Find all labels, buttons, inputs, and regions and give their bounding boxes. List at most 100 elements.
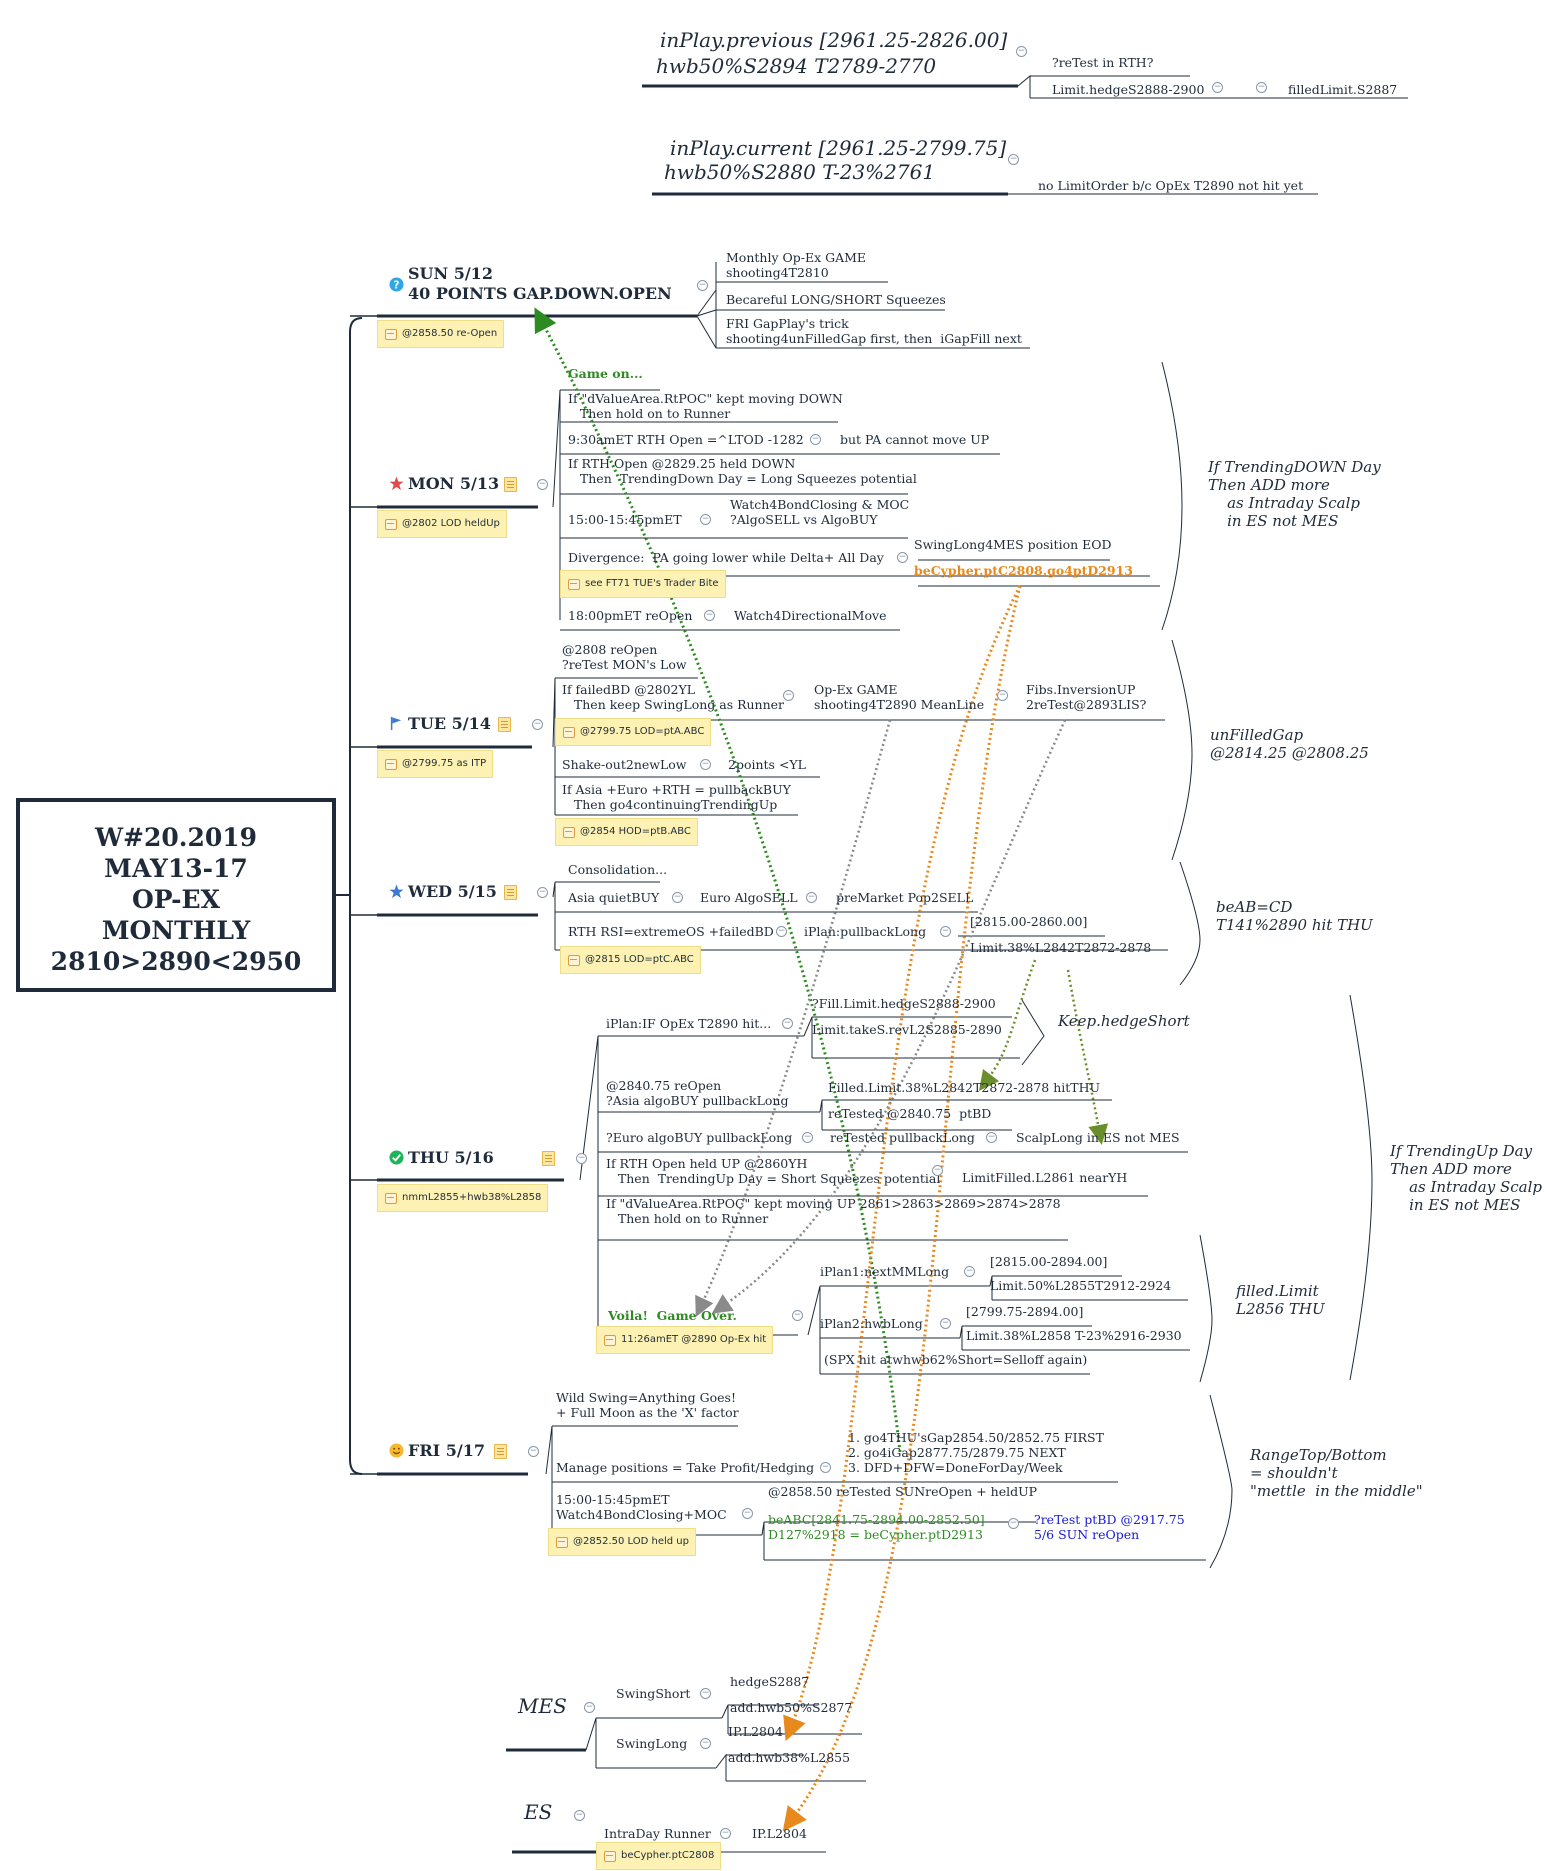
collapse-icon[interactable]: − [700, 759, 711, 770]
thu-note[interactable]: nmmL2855+hwb38%L2858 [377, 1184, 549, 1212]
mon-item-6[interactable]: 18:00pmET reOpen [568, 608, 693, 623]
wed-item-3d[interactable]: Limit.38%L2842T2872-2878 [970, 940, 1152, 955]
collapse-icon[interactable]: − [704, 610, 715, 621]
fri-item-2b[interactable]: 1. go4THU'sGap2854.50/2852.75 FIRST 2. g… [848, 1430, 1104, 1475]
collapse-icon[interactable]: − [700, 514, 711, 525]
fri-item-3[interactable]: 15:00-15:45pmET Watch4BondClosing+MOC [556, 1492, 727, 1522]
collapse-icon[interactable]: − [697, 280, 708, 291]
wed-item-3[interactable]: RTH RSI=extremeOS +failedBD [568, 924, 774, 939]
central-topic[interactable]: W#20.2019 MAY13-17 OP-EX MONTHLY 2810>28… [16, 798, 336, 992]
thu-item-1b[interactable]: reTested @2840.75 ptBD [828, 1106, 992, 1121]
mes-ip[interactable]: IP.L2804 [728, 1724, 783, 1739]
wed-item-2b[interactable]: Euro AlgoSELL [700, 890, 798, 905]
thu-voila-note[interactable]: 11:26amET @2890 Op-Ex hit [596, 1326, 774, 1354]
inplay-previous-levels[interactable]: hwb50%S2894 T2789-2770 [656, 54, 937, 78]
mon-title[interactable]: MON 5/13 [408, 474, 500, 493]
mon-item-5-note[interactable]: see FT71 TUE's Trader Bite [560, 570, 726, 598]
tue-title[interactable]: TUE 5/14 [408, 714, 491, 733]
collapse-icon[interactable]: − [742, 1508, 753, 1519]
mon-summary[interactable]: If TrendingDOWN Day Then ADD more as Int… [1208, 458, 1381, 530]
fri-note[interactable]: @2852.50 LOD held up [548, 1528, 696, 1556]
collapse-icon[interactable]: − [672, 892, 683, 903]
wed-item-3-note[interactable]: @2815 LOD=ptC.ABC [560, 946, 701, 974]
fri-item-3b[interactable]: beABC[2841.75-2894.00-2852.50] D127%2918… [768, 1512, 985, 1542]
sun-title[interactable]: SUN 5/12 [408, 264, 493, 283]
mon-item-3[interactable]: If RTH Open @2829.25 held DOWN Then Tren… [568, 456, 917, 486]
previous-filled[interactable]: filledLimit.S2887 [1288, 82, 1398, 97]
thu-item-3[interactable]: If RTH Open held UP @2860YH Then Trendin… [606, 1156, 941, 1186]
collapse-icon[interactable]: − [997, 690, 1008, 701]
sun-item-3[interactable]: FRI GapPlay's trick shooting4unFilledGap… [726, 316, 1022, 346]
thu-title[interactable]: THU 5/16 [408, 1148, 494, 1167]
thu-item-1a[interactable]: Filled.Limit.38%L2842T2872-2878 hitTHU [828, 1080, 1101, 1095]
tue-note[interactable]: @2799.75 as ITP [377, 750, 494, 778]
es-title[interactable]: ES [524, 1800, 553, 1824]
thu-filled[interactable]: filled.Limit L2856 THU [1236, 1282, 1325, 1318]
mon-item-6b[interactable]: Watch4DirectionalMove [734, 608, 887, 623]
thu-item-3b[interactable]: LimitFilled.L2861 nearYH [962, 1170, 1128, 1185]
tue-item-2[interactable]: If failedBD @2802YL Then keep SwingLong … [562, 682, 785, 712]
inplay-current-levels[interactable]: hwb50%S2880 T-23%2761 [664, 160, 936, 184]
collapse-icon[interactable]: − [776, 926, 787, 937]
es-runner[interactable]: IntraDay Runner [604, 1826, 711, 1841]
current-note[interactable]: no LimitOrder b/c OpEx T2890 not hit yet [1038, 178, 1304, 193]
mon-item-2b[interactable]: but PA cannot move UP [840, 432, 990, 447]
wed-item-3c[interactable]: [2815.00-2860.00] [970, 914, 1088, 929]
collapse-icon[interactable]: − [1212, 82, 1223, 93]
collapse-icon[interactable]: − [700, 1688, 711, 1699]
inplay-current-title[interactable]: inPlay.current [2961.25-2799.75] [670, 136, 1007, 160]
tue-item-2b[interactable]: Op-Ex GAME shooting4T2890 MeanLine [814, 682, 985, 712]
collapse-icon[interactable]: − [1256, 82, 1267, 93]
collapse-icon[interactable]: − [1016, 46, 1027, 57]
previous-limit[interactable]: Limit.hedgeS2888-2900 [1052, 82, 1205, 97]
sun-note[interactable]: @2858.50 re-Open [377, 320, 505, 348]
mes-hedge[interactable]: hedgeS2887 [730, 1674, 810, 1689]
collapse-icon[interactable]: − [574, 1810, 585, 1821]
wed-item-3b[interactable]: iPlan:pullbackLong [804, 924, 927, 939]
collapse-icon[interactable]: − [932, 1165, 943, 1176]
wed-item-1[interactable]: Consolidation... [568, 862, 668, 877]
collapse-icon[interactable]: − [782, 1018, 793, 1029]
sun-item-1[interactable]: Monthly Op-Ex GAME shooting4T2810 [726, 250, 867, 280]
collapse-icon[interactable]: − [820, 1462, 831, 1473]
mon-item-5b[interactable]: beCypher.ptC2808.go4ptD2913 [914, 563, 1134, 578]
collapse-icon[interactable]: − [792, 1310, 803, 1321]
collapse-icon[interactable]: − [810, 434, 821, 445]
collapse-icon[interactable]: − [532, 719, 543, 730]
thu-item-2c[interactable]: ScalpLong in ES not MES [1016, 1130, 1180, 1145]
fri-item-3a[interactable]: @2858.50 reTested SUNreOpen + heldUP [768, 1484, 1038, 1499]
mon-note[interactable]: @2802 LOD heldUp [377, 510, 507, 538]
fri-item-2[interactable]: Manage positions = Take Profit/Hedging [556, 1460, 815, 1475]
es-note[interactable]: beCypher.ptC2808 [596, 1842, 722, 1870]
tue-item-4[interactable]: If Asia +Euro +RTH = pullbackBUY Then go… [562, 782, 791, 812]
collapse-icon[interactable]: − [528, 1446, 539, 1457]
thu-plan1-range[interactable]: [2815.00-2894.00] [990, 1254, 1108, 1269]
thu-plan2[interactable]: iPlan2:hwbLong [820, 1316, 923, 1331]
tue-summary[interactable]: unFilledGap @2814.25 @2808.25 [1210, 726, 1369, 762]
collapse-icon[interactable]: − [584, 1702, 595, 1713]
mes-add-long[interactable]: add.hwb38%L2855 [728, 1750, 851, 1765]
es-ip[interactable]: IP.L2804 [752, 1826, 807, 1841]
thu-summary[interactable]: If TrendingUp Day Then ADD more as Intra… [1390, 1142, 1543, 1214]
mon-item-2[interactable]: 9:30amET RTH Open =^LTOD -1282 [568, 432, 804, 447]
mes-swing-long[interactable]: SwingLong [616, 1736, 688, 1751]
thu-voila[interactable]: Voila! Game Over. [608, 1308, 737, 1323]
inplay-previous-title[interactable]: inPlay.previous [2961.25-2826.00] [660, 28, 1008, 52]
collapse-icon[interactable]: − [940, 1318, 951, 1329]
fri-summary[interactable]: RangeTop/Bottom = shouldn't "mettle in t… [1250, 1446, 1423, 1500]
tue-item-2-note[interactable]: @2799.75 LOD=ptA.ABC [555, 718, 712, 746]
collapse-icon[interactable]: − [940, 926, 951, 937]
tue-item-2c[interactable]: Fibs.InversionUP 2reTest@2893LIS? [1026, 682, 1147, 712]
thu-plan-a[interactable]: ?Fill.Limit.hedgeS2888-2900 [812, 996, 996, 1011]
mes-swing-short[interactable]: SwingShort [616, 1686, 691, 1701]
wed-summary[interactable]: beAB=CD T141%2890 hit THU [1216, 898, 1373, 934]
collapse-icon[interactable]: − [1008, 1518, 1019, 1529]
mes-add-short[interactable]: add.hwb50%S2877 [730, 1700, 853, 1715]
thu-item-2[interactable]: ?Euro algoBUY pullbackLong [606, 1130, 793, 1145]
collapse-icon[interactable]: − [576, 1153, 587, 1164]
collapse-icon[interactable]: − [537, 479, 548, 490]
thu-plan[interactable]: iPlan:IF OpEx T2890 hit... [606, 1016, 772, 1031]
thu-item-2b[interactable]: reTested pullbackLong [830, 1130, 975, 1145]
thu-item-4[interactable]: If "dValueArea.RtPOC" kept moving UP 286… [606, 1196, 1061, 1226]
mon-item-1[interactable]: If "dValueArea.RtPOC" kept moving DOWN T… [568, 391, 843, 421]
